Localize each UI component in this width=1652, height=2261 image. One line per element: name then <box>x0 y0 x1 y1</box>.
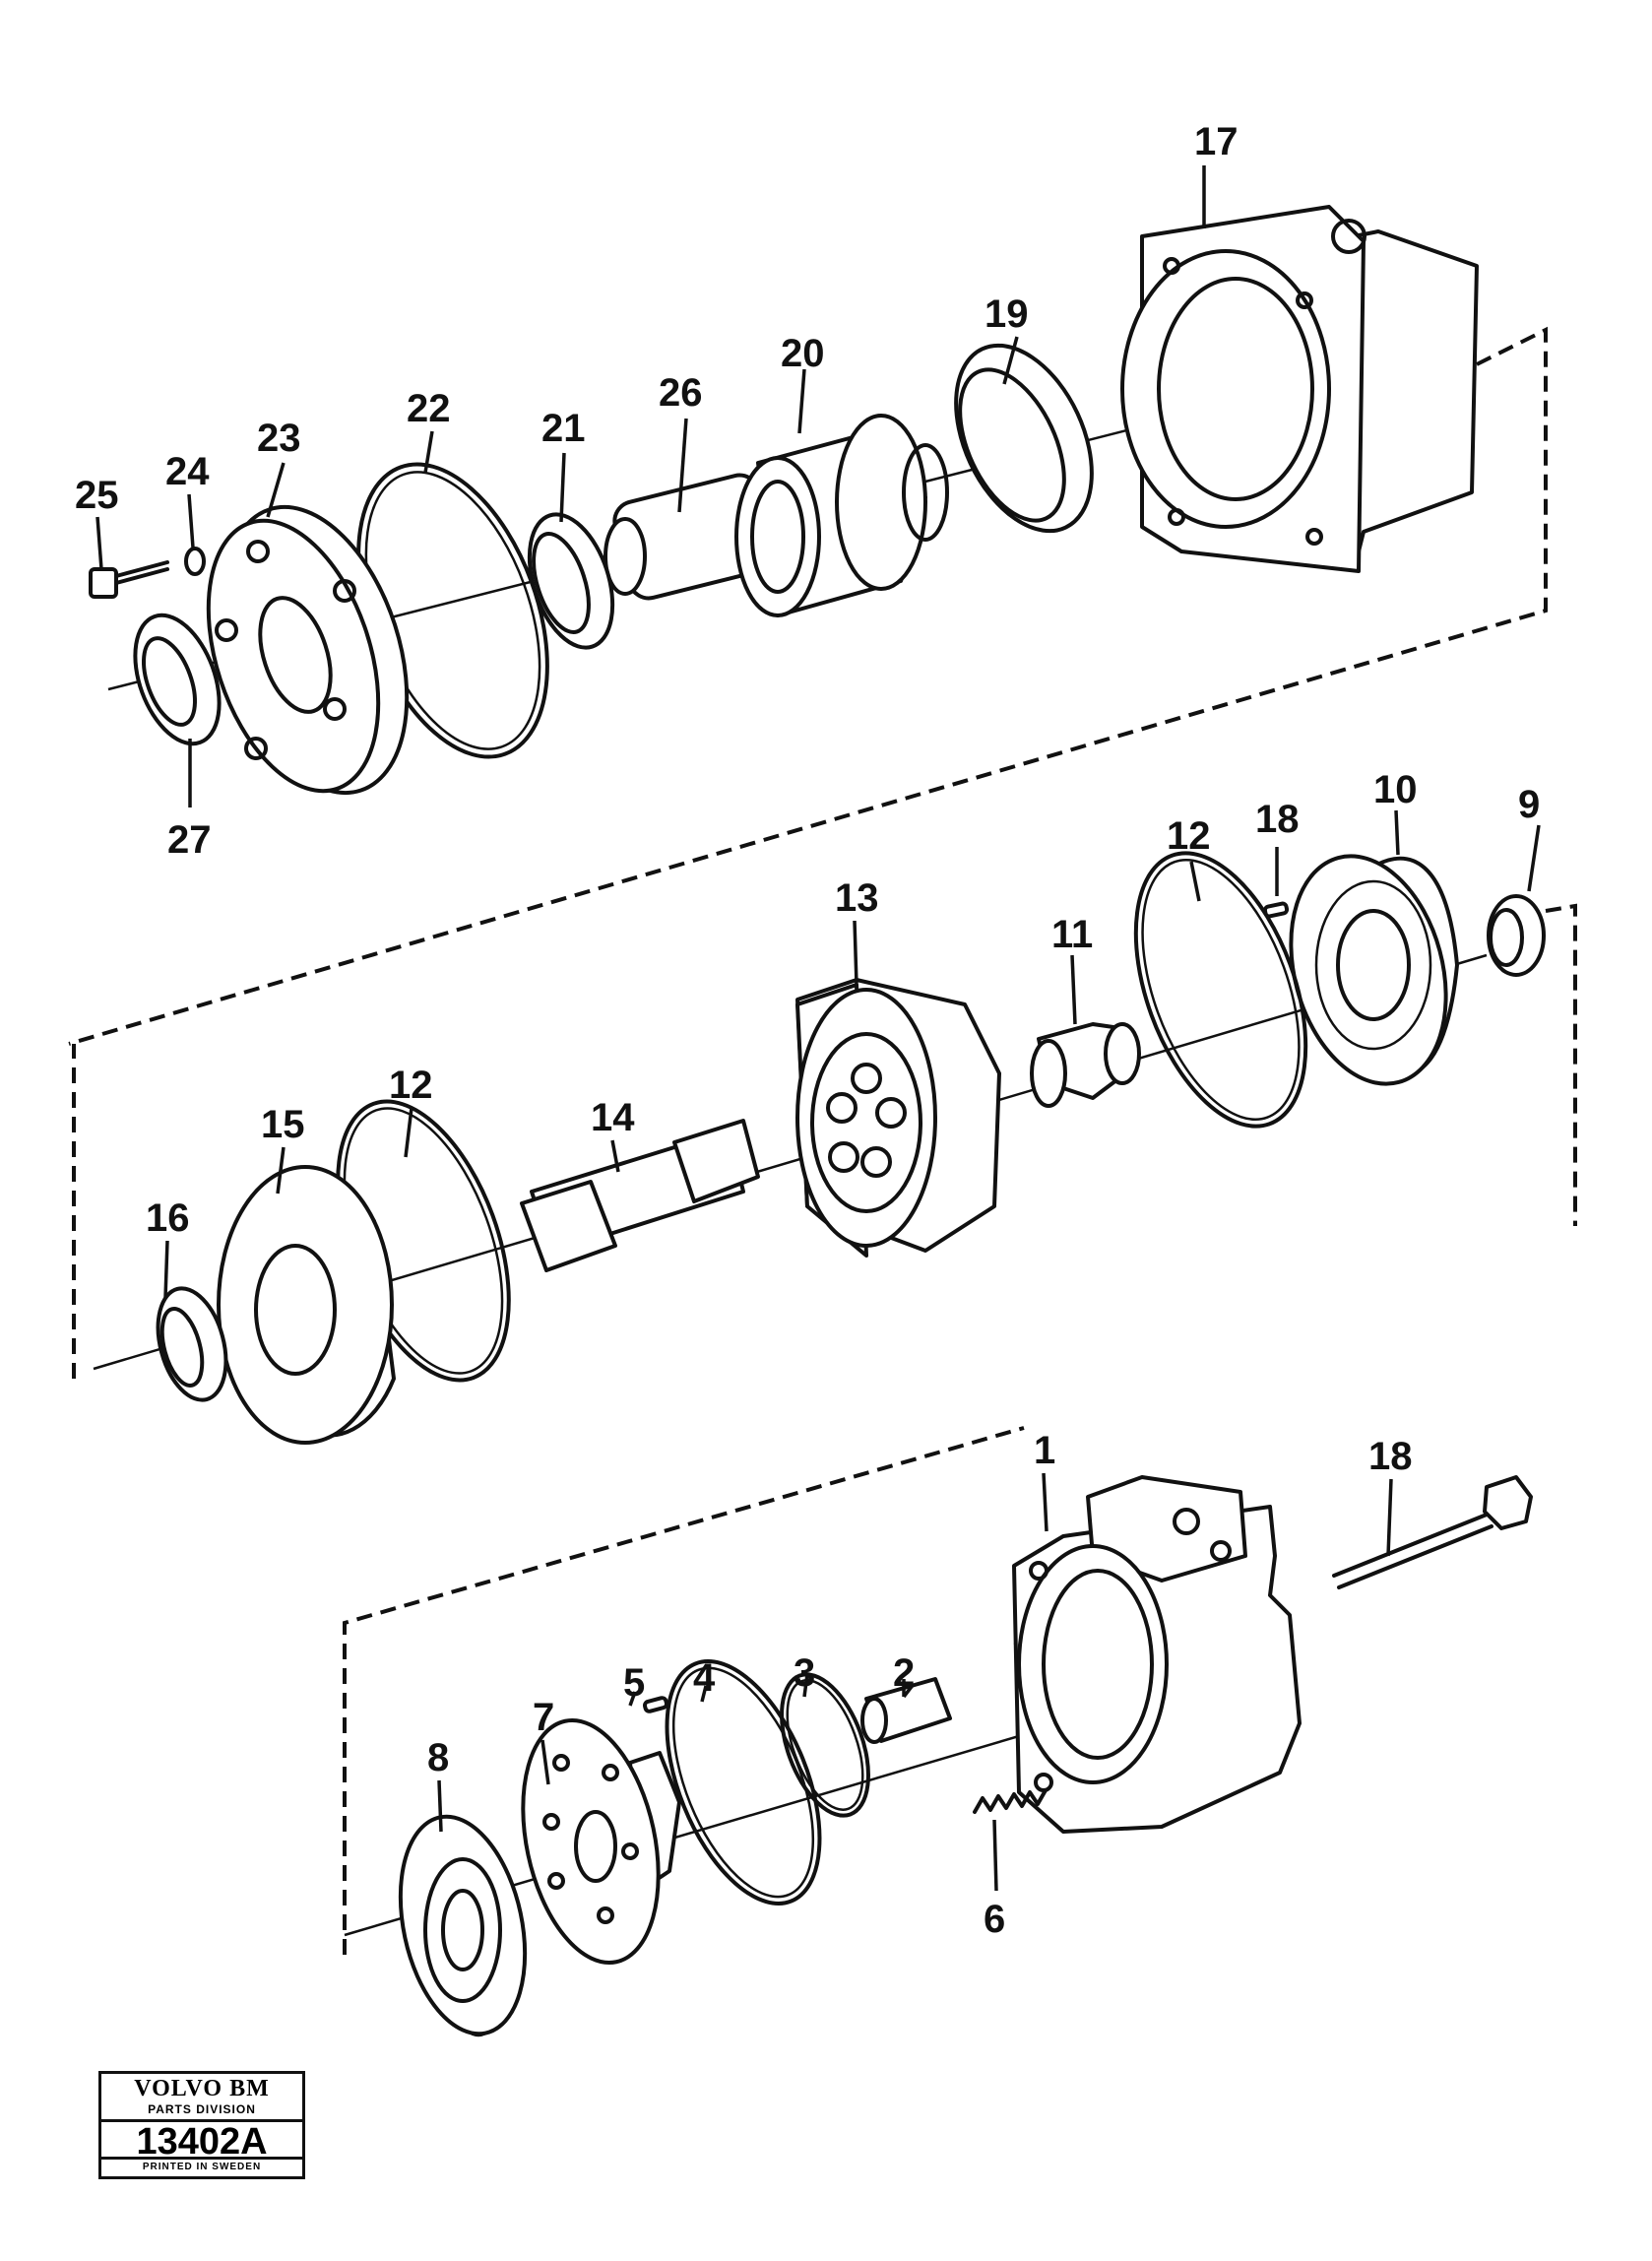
part-16-end-plate <box>217 1165 396 1445</box>
part-20-bearing-ring <box>954 343 1094 534</box>
callout-3: 3 <box>794 1651 815 1695</box>
part-15-drive-shaft <box>520 1119 760 1272</box>
callout-24: 23 <box>257 417 301 460</box>
callout-4: 4 <box>693 1656 716 1700</box>
callout-19: 18 <box>1368 1435 1413 1478</box>
callout-18: 17 <box>1194 120 1239 163</box>
leader-lines <box>95 165 1541 1892</box>
part-24-flange-cover <box>206 504 410 796</box>
part-3-o-ring <box>780 1672 870 1818</box>
callout-12-right: 12 <box>1167 814 1211 858</box>
part-26-bolt <box>89 560 169 599</box>
part-17-seal <box>156 1286 228 1402</box>
middle-assembly <box>72 851 1577 1445</box>
part-21-bearing-assembly <box>604 414 949 617</box>
callout-5: 5 <box>623 1661 645 1705</box>
callout-25: 24 <box>165 450 210 493</box>
top-assembly <box>68 205 1548 1046</box>
part-8-gear-housing <box>398 1814 528 2037</box>
callout-8: 8 <box>427 1736 449 1779</box>
stamp-printed: PRINTED IN SWEDEN <box>101 2157 302 2176</box>
callout-2: 2 <box>893 1651 915 1695</box>
part-28-seal-ring <box>133 613 222 746</box>
part-7-flange <box>521 1717 681 1966</box>
part-9-seal <box>1487 894 1546 977</box>
callout-1: 1 <box>1034 1429 1055 1472</box>
callout-16: 15 <box>261 1103 305 1146</box>
callout-11: 11 <box>1051 913 1093 956</box>
part-19-bolt <box>1332 1475 1533 1589</box>
part-11-coupling <box>1030 1022 1141 1108</box>
callout-14: 13 <box>835 876 879 920</box>
callout-26: 25 <box>75 474 119 517</box>
callout-labels: 17 19 20 26 21 22 23 24 25 27 9 10 18 12… <box>75 120 1540 1941</box>
part-5-pin <box>642 1696 669 1713</box>
callout-13: 18 <box>1255 798 1300 841</box>
stamp-code: 13402A <box>136 2121 268 2163</box>
callout-7: 7 <box>533 1696 554 1739</box>
part-4-o-ring <box>665 1659 822 1906</box>
callout-27: 26 <box>659 371 703 415</box>
stamp-division: PARTS DIVISION <box>101 2102 302 2122</box>
callout-21: 20 <box>781 332 825 375</box>
part-6-spring <box>973 1788 1048 1814</box>
volvo-bm-parts-stamp: VOLVO BM PARTS DIVISION 13402A PRINTED I… <box>98 2071 305 2179</box>
part-25-washer <box>184 547 206 576</box>
part-1-valve-body <box>1012 1475 1302 1834</box>
stamp-brand: VOLVO BM <box>134 2076 270 2101</box>
callout-20: 19 <box>985 292 1029 336</box>
callout-10: 10 <box>1373 768 1418 811</box>
callout-15: 14 <box>591 1096 635 1139</box>
part-12-o-ring-right <box>1133 851 1308 1129</box>
callout-9: 9 <box>1518 783 1540 826</box>
callout-23: 22 <box>407 387 451 430</box>
part-2-plunger <box>860 1677 952 1744</box>
callout-22: 21 <box>541 407 586 450</box>
part-18-housing <box>1120 205 1479 573</box>
part-14-gerotor-set <box>795 978 1001 1258</box>
callout-28: 27 <box>167 818 212 862</box>
part-10-end-cover <box>1289 854 1459 1086</box>
callout-6: 6 <box>984 1898 1005 1941</box>
bottom-assembly <box>343 1426 1533 2037</box>
callout-17: 16 <box>146 1196 190 1240</box>
callout-12-left: 12 <box>389 1064 433 1107</box>
